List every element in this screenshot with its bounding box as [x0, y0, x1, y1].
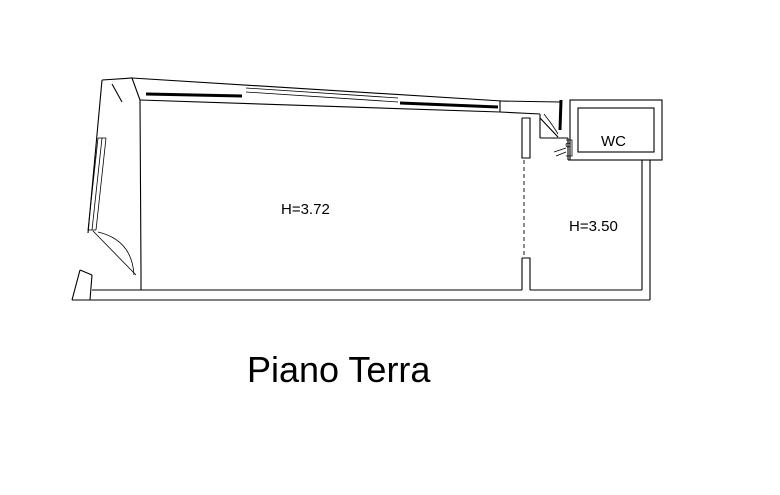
left-window: [87, 137, 107, 231]
left-wall: [71, 77, 142, 301]
wc-room: [539, 99, 663, 161]
floor-caption: Piano Terra: [247, 349, 431, 390]
wc-label: WC: [601, 133, 626, 150]
wc-door: [539, 99, 563, 138]
main-room: [72, 117, 650, 301]
sink-icon: [553, 139, 573, 157]
main-room-height-label: H=3.72: [281, 201, 330, 218]
side-room-height-label: H=3.50: [569, 218, 618, 235]
top-window-3: [399, 101, 499, 109]
entrance-door: [92, 230, 137, 276]
top-window-2: [245, 87, 399, 103]
top-window-1: [145, 92, 243, 98]
top-wall: [131, 77, 561, 115]
